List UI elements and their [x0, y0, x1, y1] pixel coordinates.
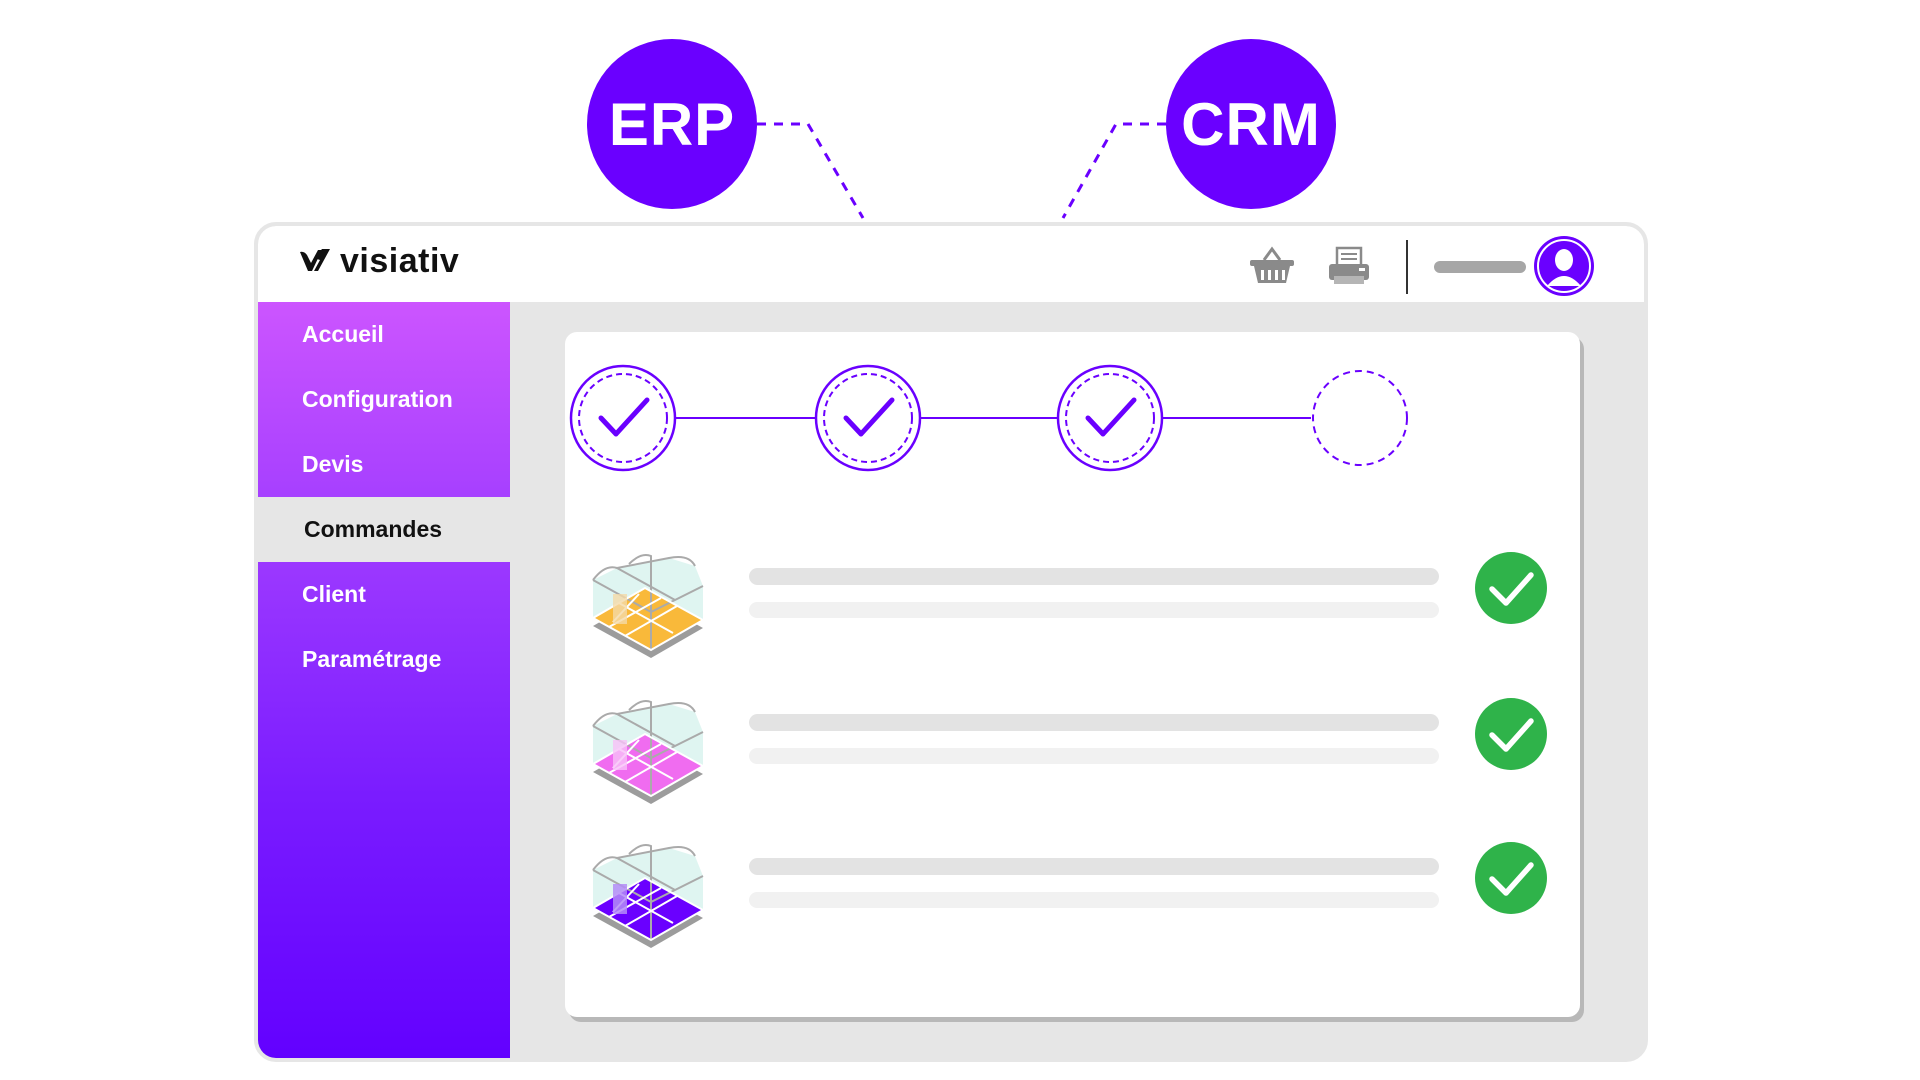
app-window: visiativ	[254, 222, 1648, 1062]
erp-badge: ERP	[587, 39, 757, 209]
brand-name: visiativ	[340, 242, 460, 280]
order-title-placeholder	[749, 568, 1439, 585]
order-row[interactable]	[565, 536, 1580, 666]
sidebar-nav: Accueil Configuration Devis Commandes Cl…	[258, 302, 510, 1058]
sidebar-item-parametrage[interactable]: Paramétrage	[302, 646, 442, 672]
order-detail-placeholder	[749, 892, 1439, 908]
user-avatar-icon	[1537, 239, 1591, 293]
sidebar-item-commandes[interactable]: Commandes	[258, 497, 510, 562]
crm-badge: CRM	[1166, 39, 1336, 209]
order-detail-placeholder	[749, 748, 1439, 764]
step-4-pending[interactable]	[1312, 370, 1408, 466]
sidebar-item-accueil[interactable]: Accueil	[302, 321, 384, 347]
check-icon	[1475, 698, 1547, 770]
erp-connector-line	[757, 122, 865, 219]
progress-stepper	[569, 364, 1408, 472]
toolbar-divider	[1406, 240, 1408, 294]
order-title-placeholder	[749, 714, 1439, 731]
check-icon	[1475, 842, 1547, 914]
order-detail-placeholder	[749, 602, 1439, 618]
veranda-pink-icon	[590, 700, 706, 804]
step-1-done[interactable]	[569, 364, 677, 472]
visiativ-logo-icon	[300, 248, 330, 271]
brand-logo[interactable]: visiativ	[298, 242, 459, 281]
veranda-purple-icon	[590, 844, 706, 948]
check-icon	[1475, 552, 1547, 624]
veranda-orange-icon	[590, 554, 706, 658]
printer-icon[interactable]	[1326, 246, 1374, 286]
sidebar-item-devis[interactable]: Devis	[302, 451, 364, 477]
sidebar-item-client[interactable]: Client	[302, 581, 366, 607]
order-row[interactable]	[565, 682, 1580, 812]
basket-icon[interactable]	[1248, 246, 1296, 286]
user-avatar[interactable]	[1534, 236, 1594, 296]
step-3-done[interactable]	[1056, 364, 1164, 472]
order-title-placeholder	[749, 858, 1439, 875]
orders-card	[565, 332, 1580, 1017]
crm-connector-line	[1061, 122, 1166, 219]
username-placeholder[interactable]	[1434, 261, 1526, 273]
top-bar: visiativ	[258, 226, 1644, 302]
sidebar-item-configuration[interactable]: Configuration	[302, 386, 453, 412]
step-2-done[interactable]	[814, 364, 922, 472]
order-row[interactable]	[565, 826, 1580, 956]
